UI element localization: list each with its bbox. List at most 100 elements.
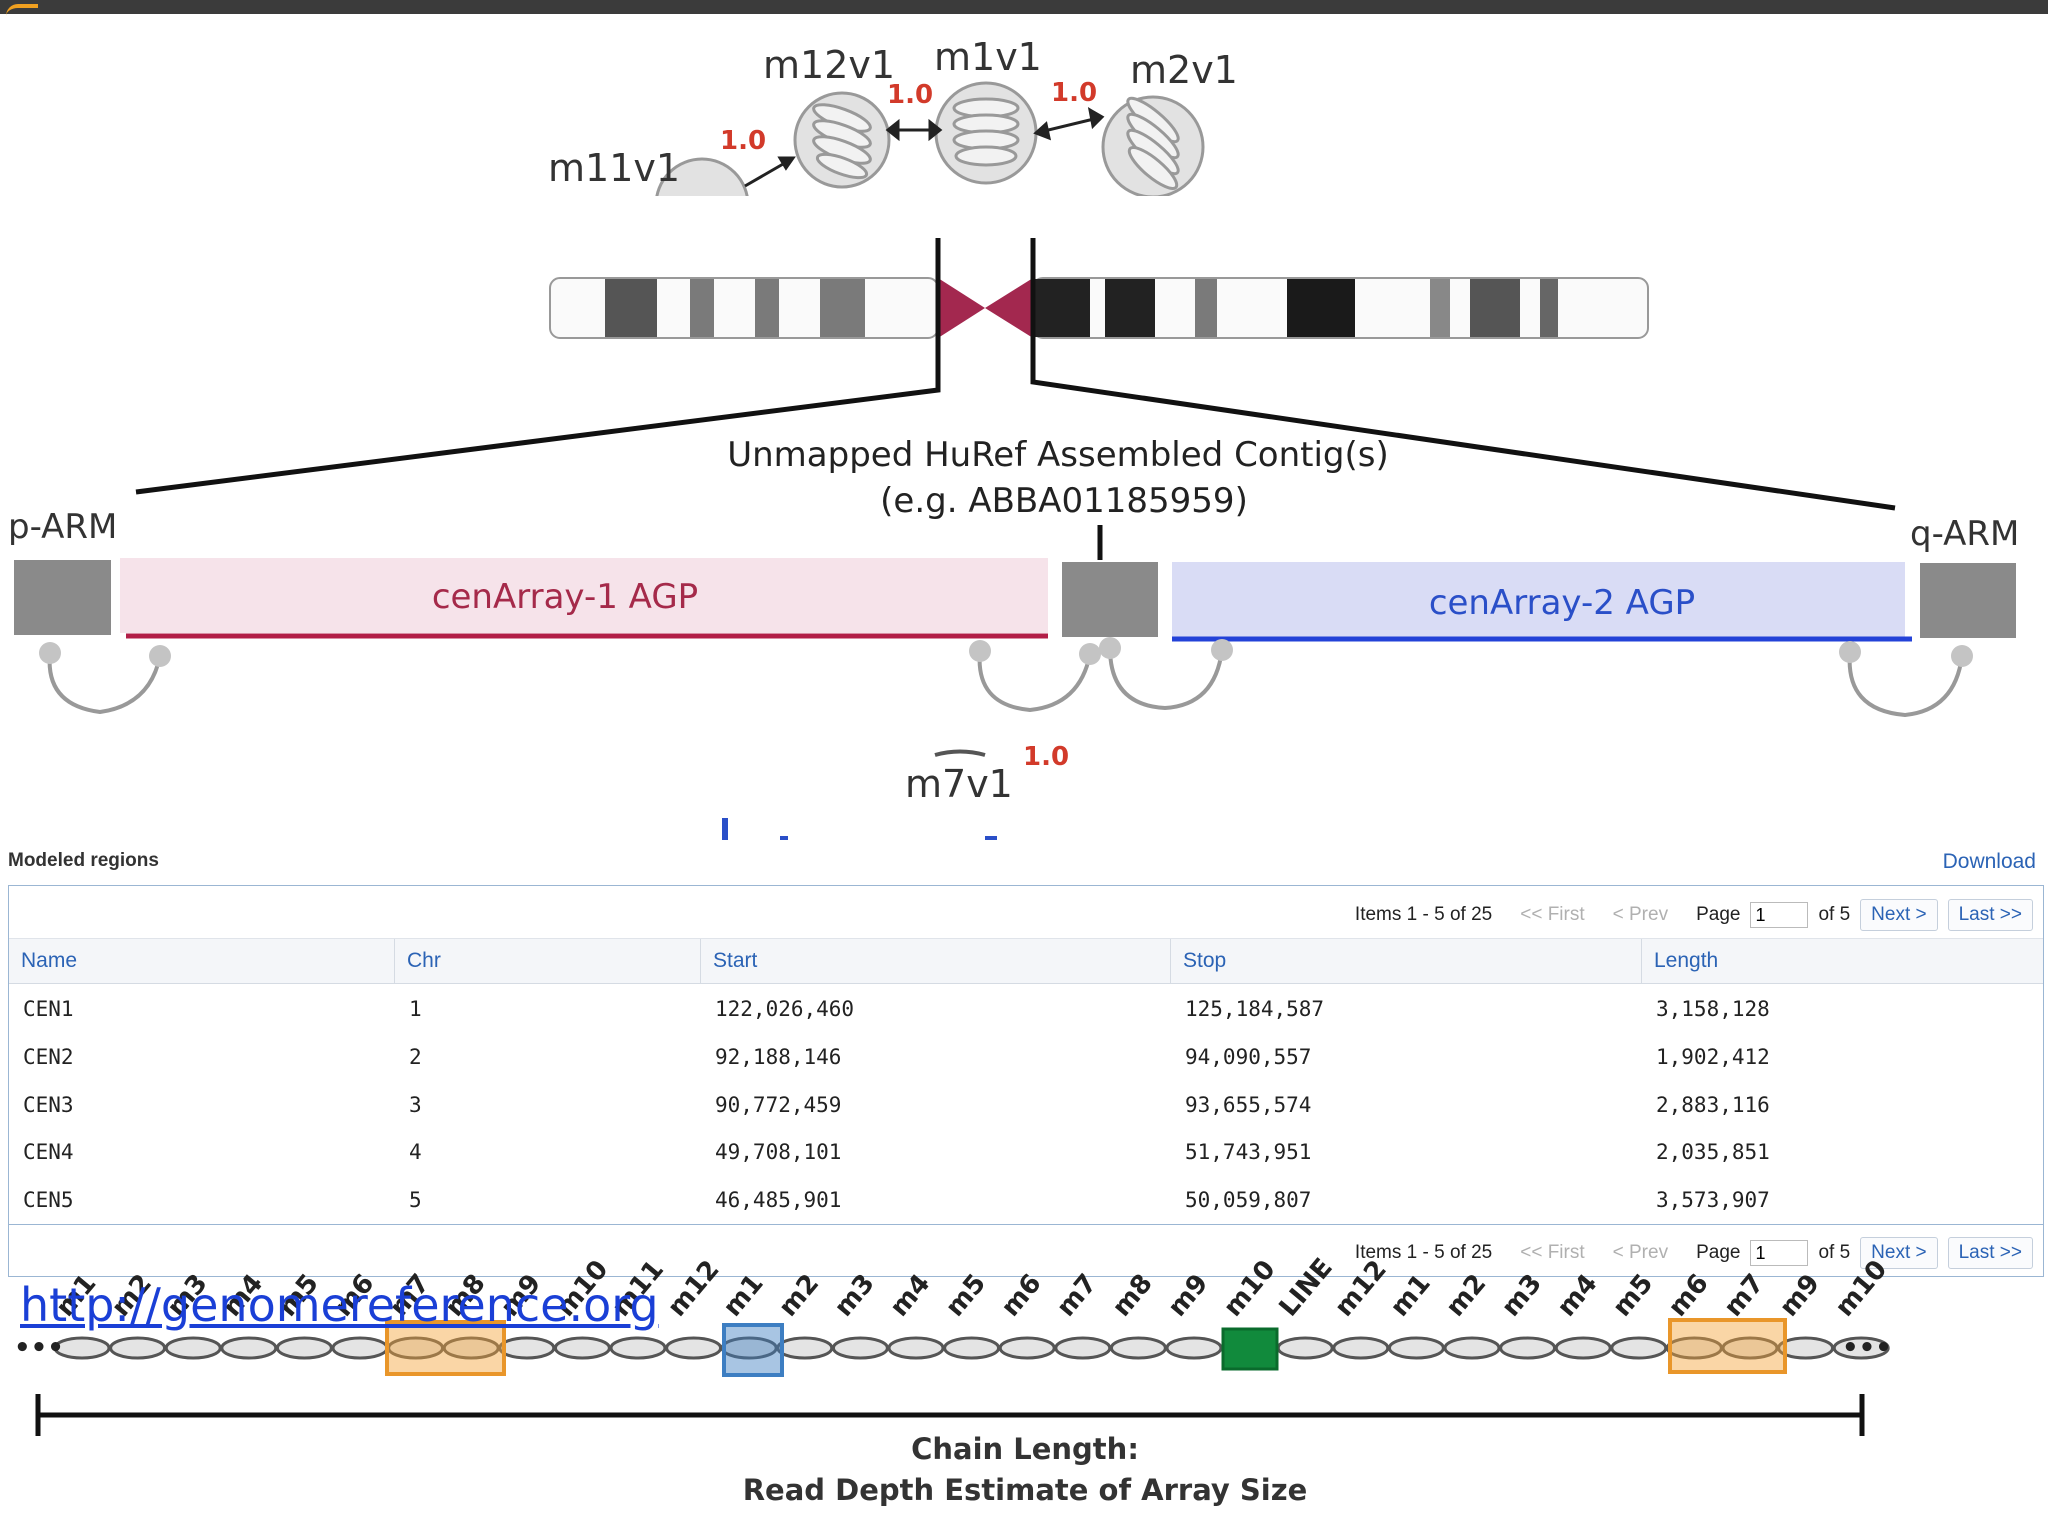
page-number-input[interactable] — [1750, 1240, 1809, 1266]
p-arm-label: p-ARM — [8, 507, 117, 547]
cell-length: 1,902,412 — [1656, 1045, 1770, 1069]
chain-monomer-label: m1 — [1385, 1269, 1437, 1323]
chain-monomer — [53, 1336, 111, 1360]
cell-stop: 94,090,557 — [1185, 1045, 1312, 1069]
chain-monomer-label: m2 — [773, 1269, 825, 1323]
chain-length-bar — [35, 1394, 1865, 1436]
cell-chr: 5 — [409, 1188, 422, 1212]
highlight-blue — [722, 1323, 784, 1377]
cell-start: 92,188,146 — [715, 1045, 842, 1069]
q-arm-block — [1920, 563, 2016, 638]
chain-monomer — [1832, 1336, 1890, 1360]
chain-monomer-label: m7 — [1718, 1269, 1770, 1323]
zoom-lines — [135, 238, 1896, 560]
cell-chr: 3 — [409, 1093, 422, 1117]
next-page-button[interactable]: Next > — [1860, 1237, 1938, 1269]
highlight-orange-2 — [1668, 1318, 1787, 1374]
last-page-button[interactable]: Last >> — [1947, 899, 2033, 931]
prev-page-button[interactable]: < Prev — [1612, 904, 1669, 925]
cell-length: 3,158,128 — [1656, 997, 1770, 1021]
monomer-links — [744, 107, 1105, 188]
link-weight-1: 1.0 — [887, 80, 933, 110]
cell-length: 2,035,851 — [1656, 1140, 1770, 1164]
cell-name: CEN1 — [23, 997, 74, 1021]
chain-ellipsis-right: ••• — [1842, 1333, 1892, 1363]
column-header-start[interactable]: Start — [700, 939, 1170, 983]
chain-monomer — [1777, 1336, 1835, 1360]
table-row[interactable]: CEN4 4 49,708,101 51,743,951 2,035,851 — [9, 1128, 2043, 1176]
table-row[interactable]: CEN2 2 92,188,146 94,090,557 1,902,412 — [9, 1033, 2043, 1081]
cell-stop: 51,743,951 — [1185, 1140, 1312, 1164]
first-page-button[interactable]: << First — [1520, 904, 1585, 925]
cell-stop: 125,184,587 — [1185, 997, 1325, 1021]
chain-monomer — [1499, 1336, 1557, 1360]
cell-start: 46,485,901 — [715, 1188, 842, 1212]
page-label: Page — [1696, 1242, 1741, 1263]
cell-chr: 2 — [409, 1045, 422, 1069]
chain-monomer — [776, 1336, 834, 1360]
table-row[interactable]: CEN3 3 90,772,459 93,655,574 2,883,116 — [9, 1081, 2043, 1129]
column-header-stop[interactable]: Stop — [1170, 939, 1641, 983]
chain-monomer — [1165, 1336, 1223, 1360]
chain-ellipsis-left: ••• — [14, 1333, 64, 1363]
label-m12v1: m12v1 — [763, 43, 895, 87]
chain-monomer-label: m6 — [996, 1269, 1048, 1323]
chain-monomer-label: m1 — [718, 1269, 770, 1323]
chain-monomer — [164, 1336, 222, 1360]
chain-title-line1: Chain Length: — [911, 1432, 1139, 1466]
chain-monomer-label: m3 — [829, 1269, 881, 1323]
page-of-label: of 5 — [1818, 1242, 1851, 1263]
chain-monomer — [220, 1336, 278, 1360]
chain-monomer — [275, 1336, 333, 1360]
first-page-button[interactable]: << First — [1520, 1242, 1585, 1263]
chain-monomer-label: m9 — [1774, 1269, 1826, 1323]
cell-name: CEN4 — [23, 1140, 74, 1164]
table-row[interactable]: CEN5 5 46,485,901 50,059,807 3,573,907 — [9, 1176, 2043, 1225]
cell-stop: 93,655,574 — [1185, 1093, 1312, 1117]
link-weight-3: 1.0 — [720, 126, 766, 156]
table-header: Name Chr Start Stop Length — [9, 938, 2043, 984]
prev-page-button[interactable]: < Prev — [1612, 1242, 1669, 1263]
chromosome-ideogram — [549, 277, 1649, 339]
contig-title-line2: (e.g. ABBA01185959) — [880, 481, 1248, 521]
modeled-regions-title: Modeled regions — [8, 850, 159, 871]
svg-text:1.0: 1.0 — [1023, 742, 1069, 772]
column-header-chr[interactable]: Chr — [394, 939, 700, 983]
modeled-regions-grid: Items 1 - 5 of 25 << First < Prev Page o… — [8, 885, 2044, 1277]
cell-start: 49,708,101 — [715, 1140, 842, 1164]
chain-monomer — [331, 1336, 389, 1360]
items-count: Items 1 - 5 of 25 — [1354, 904, 1493, 925]
monomer-m2v1 — [1101, 95, 1205, 196]
chain-monomer-label: m4 — [884, 1269, 936, 1323]
table-row[interactable]: CEN1 1 122,026,460 125,184,587 3,158,128 — [9, 985, 2043, 1033]
cell-name: CEN3 — [23, 1093, 74, 1117]
last-page-button[interactable]: Last >> — [1947, 1237, 2033, 1269]
chain-monomer — [1721, 1336, 1779, 1360]
chain-monomer-label: LINE — [1274, 1253, 1339, 1323]
column-header-name[interactable]: Name — [21, 949, 78, 972]
page-number-input[interactable] — [1750, 902, 1809, 928]
column-header-length[interactable]: Length — [1641, 939, 2043, 983]
chain-monomer-label: m9 — [1162, 1269, 1214, 1323]
chain-monomer — [498, 1336, 556, 1360]
download-link[interactable]: Download — [1942, 850, 2036, 873]
chain-monomer — [1387, 1336, 1445, 1360]
label-m7v1: m7v1 — [905, 762, 1013, 806]
chain-monomer — [1610, 1336, 1668, 1360]
genome-reference-link[interactable]: http://genomereference.org — [20, 1278, 659, 1332]
chain-monomer — [1054, 1336, 1112, 1360]
chain-monomer — [1443, 1336, 1501, 1360]
p-arm-block — [14, 560, 111, 635]
chain-monomer — [1276, 1336, 1334, 1360]
monomer-m12v1 — [793, 91, 891, 189]
q-arm-label: q-ARM — [1910, 514, 2019, 554]
next-page-button[interactable]: Next > — [1860, 899, 1938, 931]
chain-monomer-label: m10 — [1830, 1255, 1894, 1323]
chain-monomer — [609, 1336, 667, 1360]
page-of-label: of 5 — [1818, 904, 1851, 925]
cen-array-1-box — [120, 558, 1048, 633]
monomer-m11v1 — [655, 157, 749, 196]
chain-monomer-label: m7 — [1051, 1269, 1103, 1323]
chain-monomer — [553, 1336, 611, 1360]
